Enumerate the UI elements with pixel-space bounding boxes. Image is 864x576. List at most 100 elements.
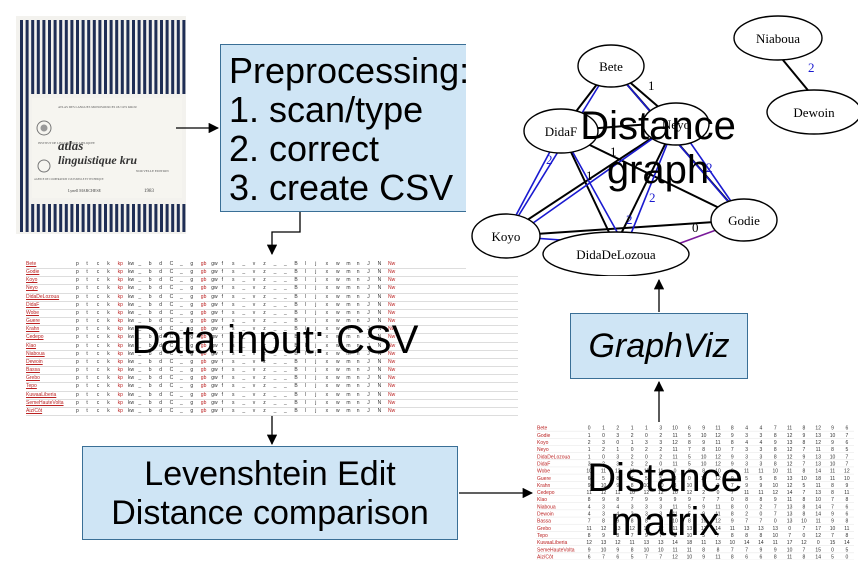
matrix-cell: 7 (631, 533, 634, 539)
csv-cell: m (346, 293, 351, 300)
matrix-row-label: SemeHauteVolta (537, 547, 575, 553)
matrix-cell: 3 (588, 461, 591, 467)
matrix-cell: 0 (659, 461, 662, 467)
csv-cell: v (252, 358, 256, 365)
matrix-row-label: Wobe (537, 469, 550, 475)
matrix-cell: 8 (674, 483, 677, 489)
csv-cell: N (377, 269, 382, 276)
csv-cell: _ (180, 318, 183, 325)
csv-cell: p (76, 318, 79, 325)
book-stripe (148, 20, 152, 94)
book-stripe (120, 204, 124, 232)
csv-cell: k (107, 326, 110, 333)
csv-cell: j (315, 277, 317, 284)
matrix-cell: 2 (659, 454, 662, 460)
matrix-cell: 8 (631, 483, 634, 489)
matrix-cell: 10 (701, 519, 707, 525)
matrix-cell: 8 (845, 519, 848, 525)
book-year: 1983 (144, 189, 155, 194)
arrow-preprocessing-to-csv (266, 212, 301, 256)
csv-language-name: Godie (26, 269, 40, 276)
csv-cell: C (169, 285, 174, 292)
distance-graph: 1 1 1 2 2 2 0 2 2 Bete DidaF Neyo Godie … (466, 14, 858, 276)
csv-cell: n (356, 326, 360, 333)
csv-cell: s (232, 334, 235, 341)
csv-cell: v (252, 293, 256, 300)
matrix-cell: 8 (831, 447, 834, 453)
csv-cell: s (232, 277, 235, 284)
csv-cell: s (232, 383, 235, 390)
csv-cell: _ (138, 350, 142, 357)
csv-cell: _ (284, 391, 287, 398)
csv-cell: l (304, 358, 306, 365)
csv-cell: gb (200, 326, 207, 333)
csv-cell: n (356, 293, 360, 300)
csv-cell: l (304, 309, 306, 316)
csv-cell: f (221, 301, 223, 308)
matrix-cell: 9 (702, 440, 705, 446)
csv-cell: n (356, 383, 360, 390)
csv-cell: _ (242, 269, 246, 276)
matrix-cell: 12 (787, 433, 793, 439)
csv-cell: _ (138, 277, 142, 284)
csv-cell: _ (242, 358, 246, 365)
csv-cell: kp (117, 301, 123, 308)
csv-cell: l (304, 375, 306, 382)
matrix-cell: 11 (672, 454, 677, 460)
csv-cell: C (169, 358, 174, 365)
csv-cell: _ (180, 261, 183, 267)
csv-cell: _ (180, 383, 183, 390)
matrix-cell: 9 (659, 497, 662, 503)
csv-cell: B (294, 407, 298, 414)
csv-cell: _ (138, 367, 142, 374)
matrix-cell: 2 (602, 461, 605, 467)
matrix-cell: 8 (731, 555, 734, 561)
csv-cell: C (169, 342, 174, 349)
matrix-cell: 3 (616, 461, 619, 467)
matrix-cell: 9 (702, 512, 705, 518)
book-stripe (171, 20, 175, 94)
matrix-cell: 12 (715, 461, 721, 467)
matrix-cell: 8 (831, 490, 834, 496)
csv-cell: kp (117, 350, 123, 357)
matrix-cell: 3 (645, 512, 648, 518)
csv-cell: j (315, 350, 317, 357)
csv-cell: Nw (388, 261, 396, 267)
csv-cell: _ (180, 277, 183, 284)
csv-cell: v (252, 301, 256, 308)
matrix-cell: 4 (616, 512, 619, 518)
csv-cell: gb (200, 277, 207, 284)
book-stripe (20, 20, 23, 94)
matrix-cell: 0 (745, 504, 748, 510)
book-stripe (48, 20, 51, 94)
matrix-cell: 8 (845, 497, 848, 503)
csv-cell: m (346, 326, 351, 333)
csv-cell: gb (200, 375, 207, 382)
matrix-cell: 12 (787, 483, 793, 489)
matrix-row-label: Tepo (537, 533, 548, 539)
book-stripes-left (20, 94, 29, 204)
matrix-cell: 4 (760, 426, 763, 432)
csv-cell: _ (273, 277, 277, 284)
csv-cell: v (252, 407, 256, 414)
csv-cell: J (367, 367, 370, 374)
matrix-cell: 5 (760, 476, 763, 482)
matrix-cell: 3 (602, 512, 605, 518)
csv-cell: f (221, 375, 223, 382)
matrix-cell: 0 (803, 533, 806, 539)
matrix-cell: 18 (815, 476, 821, 482)
book-stripe (36, 20, 40, 94)
matrix-cell: 3 (745, 433, 748, 439)
csv-cell: d (159, 301, 162, 308)
csv-cell: kp (117, 399, 123, 406)
matrix-cell: 8 (774, 454, 777, 460)
matrix-cell: 2 (645, 461, 648, 467)
matrix-cell: 3 (760, 454, 763, 460)
csv-cell: kp (117, 383, 123, 390)
csv-cell: C (169, 350, 174, 357)
matrix-cell: 5 (688, 461, 691, 467)
csv-cell: _ (242, 407, 246, 414)
